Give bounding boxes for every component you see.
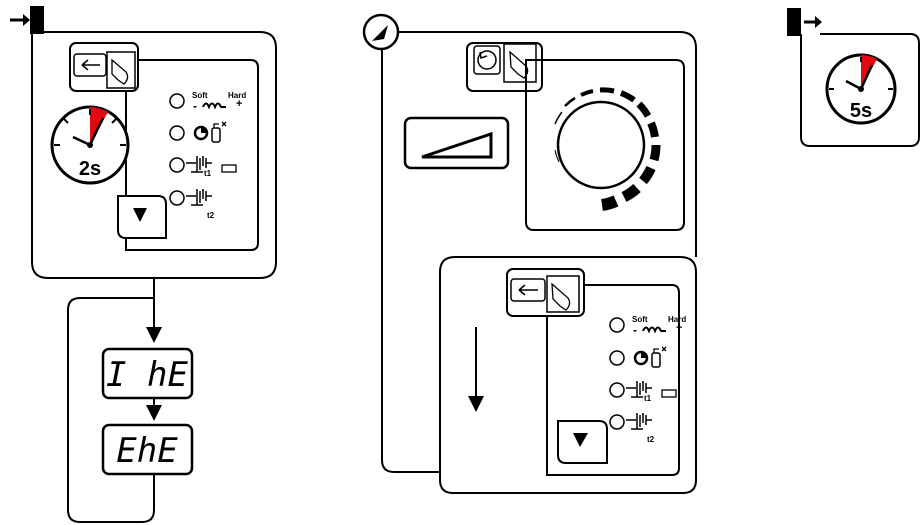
led-indicator bbox=[169, 125, 185, 141]
timer-2s-icon bbox=[50, 105, 130, 185]
middle-menu-box bbox=[546, 284, 680, 476]
down-button[interactable] bbox=[117, 195, 167, 239]
minus-sign: - bbox=[633, 323, 637, 337]
navigation-icon bbox=[362, 13, 400, 51]
torch-t1-icon bbox=[186, 156, 212, 173]
rotate-button-icon[interactable] bbox=[466, 42, 543, 92]
torch-t2-icon bbox=[626, 413, 652, 430]
workpiece-icon bbox=[661, 389, 677, 398]
display-2-value: EhE bbox=[116, 431, 178, 471]
down-button[interactable] bbox=[557, 420, 608, 464]
display-2: EhE bbox=[101, 423, 194, 476]
led-indicator bbox=[609, 350, 625, 366]
middle-lower-frame bbox=[439, 256, 697, 494]
t1-label: t1 bbox=[204, 169, 212, 178]
left-menu-box bbox=[125, 59, 259, 251]
torch-t1-icon bbox=[626, 381, 652, 398]
timer-2s-label: 2s bbox=[79, 158, 101, 180]
plus-sign: + bbox=[236, 98, 242, 110]
middle-menu-items: Soft Hard - + t1 t2 bbox=[609, 315, 686, 444]
minus-sign: - bbox=[193, 99, 197, 113]
led-indicator bbox=[609, 414, 625, 430]
hand-icon bbox=[551, 282, 571, 311]
gas-bottle-icon bbox=[211, 127, 221, 143]
torch-t2-icon bbox=[186, 189, 212, 206]
enter-menu-icon bbox=[10, 6, 44, 34]
workpiece-icon bbox=[221, 164, 237, 173]
hard-label: Hard bbox=[668, 315, 686, 324]
t2-label: t2 bbox=[207, 211, 215, 220]
gas-bottle-icon bbox=[651, 352, 661, 368]
hand-icon bbox=[111, 58, 129, 85]
led-indicator bbox=[169, 190, 185, 206]
timer-5s-icon bbox=[825, 53, 897, 125]
middle-main-frame bbox=[381, 31, 697, 473]
led-indicator bbox=[169, 93, 185, 109]
back-button-icon[interactable] bbox=[506, 268, 585, 317]
plus-sign: + bbox=[676, 322, 682, 334]
knob-box bbox=[525, 59, 685, 231]
back-button-icon[interactable] bbox=[69, 42, 139, 92]
flow-loop-line bbox=[67, 278, 155, 523]
soft-label: Soft bbox=[192, 91, 208, 100]
hard-label: Hard bbox=[228, 91, 246, 100]
right-frame bbox=[800, 33, 920, 147]
display-1-value: I hE bbox=[106, 355, 188, 395]
display-1: I hE bbox=[101, 347, 194, 400]
exit-menu-icon bbox=[787, 8, 822, 36]
t1-label: t1 bbox=[644, 394, 652, 403]
coil-icon bbox=[642, 326, 666, 334]
left-menu-items: Soft Hard - + t1 t2 bbox=[169, 91, 246, 220]
coil-icon bbox=[202, 102, 226, 110]
led-indicator bbox=[169, 157, 185, 173]
led-indicator bbox=[609, 382, 625, 398]
soft-label: Soft bbox=[632, 315, 648, 324]
ramp-display-icon bbox=[403, 116, 510, 170]
left-main-frame bbox=[31, 31, 277, 279]
timer-5s-label: 5s bbox=[850, 100, 872, 122]
rotary-knob-icon bbox=[554, 87, 661, 211]
led-indicator bbox=[609, 317, 625, 333]
t2-label: t2 bbox=[647, 435, 655, 444]
